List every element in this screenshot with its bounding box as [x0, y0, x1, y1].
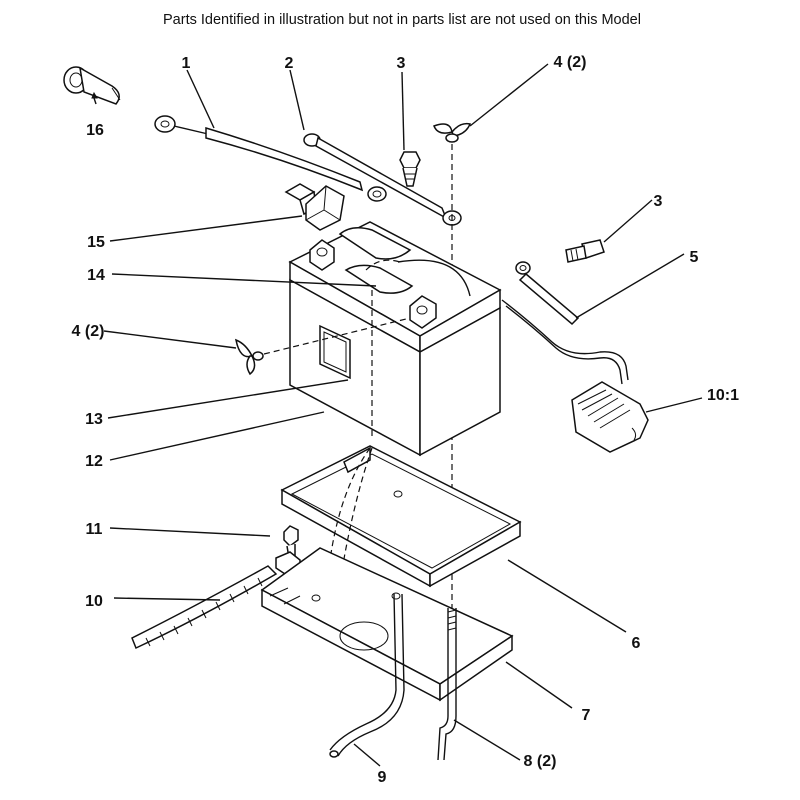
part-12-battery [288, 221, 502, 457]
callout-1: 1 [182, 55, 191, 72]
callout-14: 14 [87, 267, 105, 284]
callout-10: 10 [85, 593, 103, 610]
callout-4-left: 4 (2) [72, 323, 105, 340]
cable-routing-dashed [365, 259, 401, 271]
diagram-note: Parts Identified in illustration but not… [163, 12, 641, 28]
part-3-bolt-right [565, 239, 605, 263]
part-3-bolt-upper [399, 151, 421, 187]
callout-16: 16 [86, 122, 104, 139]
callout-3-upper: 3 [397, 55, 406, 72]
part-15-terminal-cover [284, 183, 345, 231]
callout-2: 2 [285, 55, 294, 72]
part-2-ground-strap [303, 133, 462, 226]
part-10-cable [131, 565, 278, 650]
part-9-cable [329, 593, 405, 758]
callout-4-upper: 4 (2) [554, 54, 587, 71]
callout-3-right: 3 [654, 193, 663, 210]
callout-13: 13 [85, 411, 103, 428]
part-5-negative-cable [515, 261, 580, 326]
callout-8: 8 (2) [524, 753, 557, 770]
callout-11: 11 [86, 521, 103, 538]
callout-9: 9 [378, 769, 387, 786]
part-7-support-bracket [260, 547, 514, 702]
callout-5: 5 [690, 249, 699, 266]
callout-15: 15 [87, 234, 105, 251]
part-4-wing-nut-left [234, 317, 411, 376]
part-4-wing-nut-upper [433, 122, 472, 143]
part-1-battery-cable [154, 115, 387, 202]
cable-loop [397, 259, 471, 297]
part-13-battery-label [319, 324, 351, 380]
part-8-j-bolt [437, 608, 457, 761]
part-6-battery-tray [280, 445, 522, 588]
callout-10-1: 10:1 [707, 387, 739, 404]
part-10-1-cable-boot [501, 299, 649, 453]
callout-12: 12 [85, 453, 103, 470]
callout-6: 6 [632, 635, 641, 652]
leader-lines [103, 63, 703, 767]
callout-7: 7 [582, 707, 591, 724]
part-16-terminal-boot [63, 66, 121, 105]
